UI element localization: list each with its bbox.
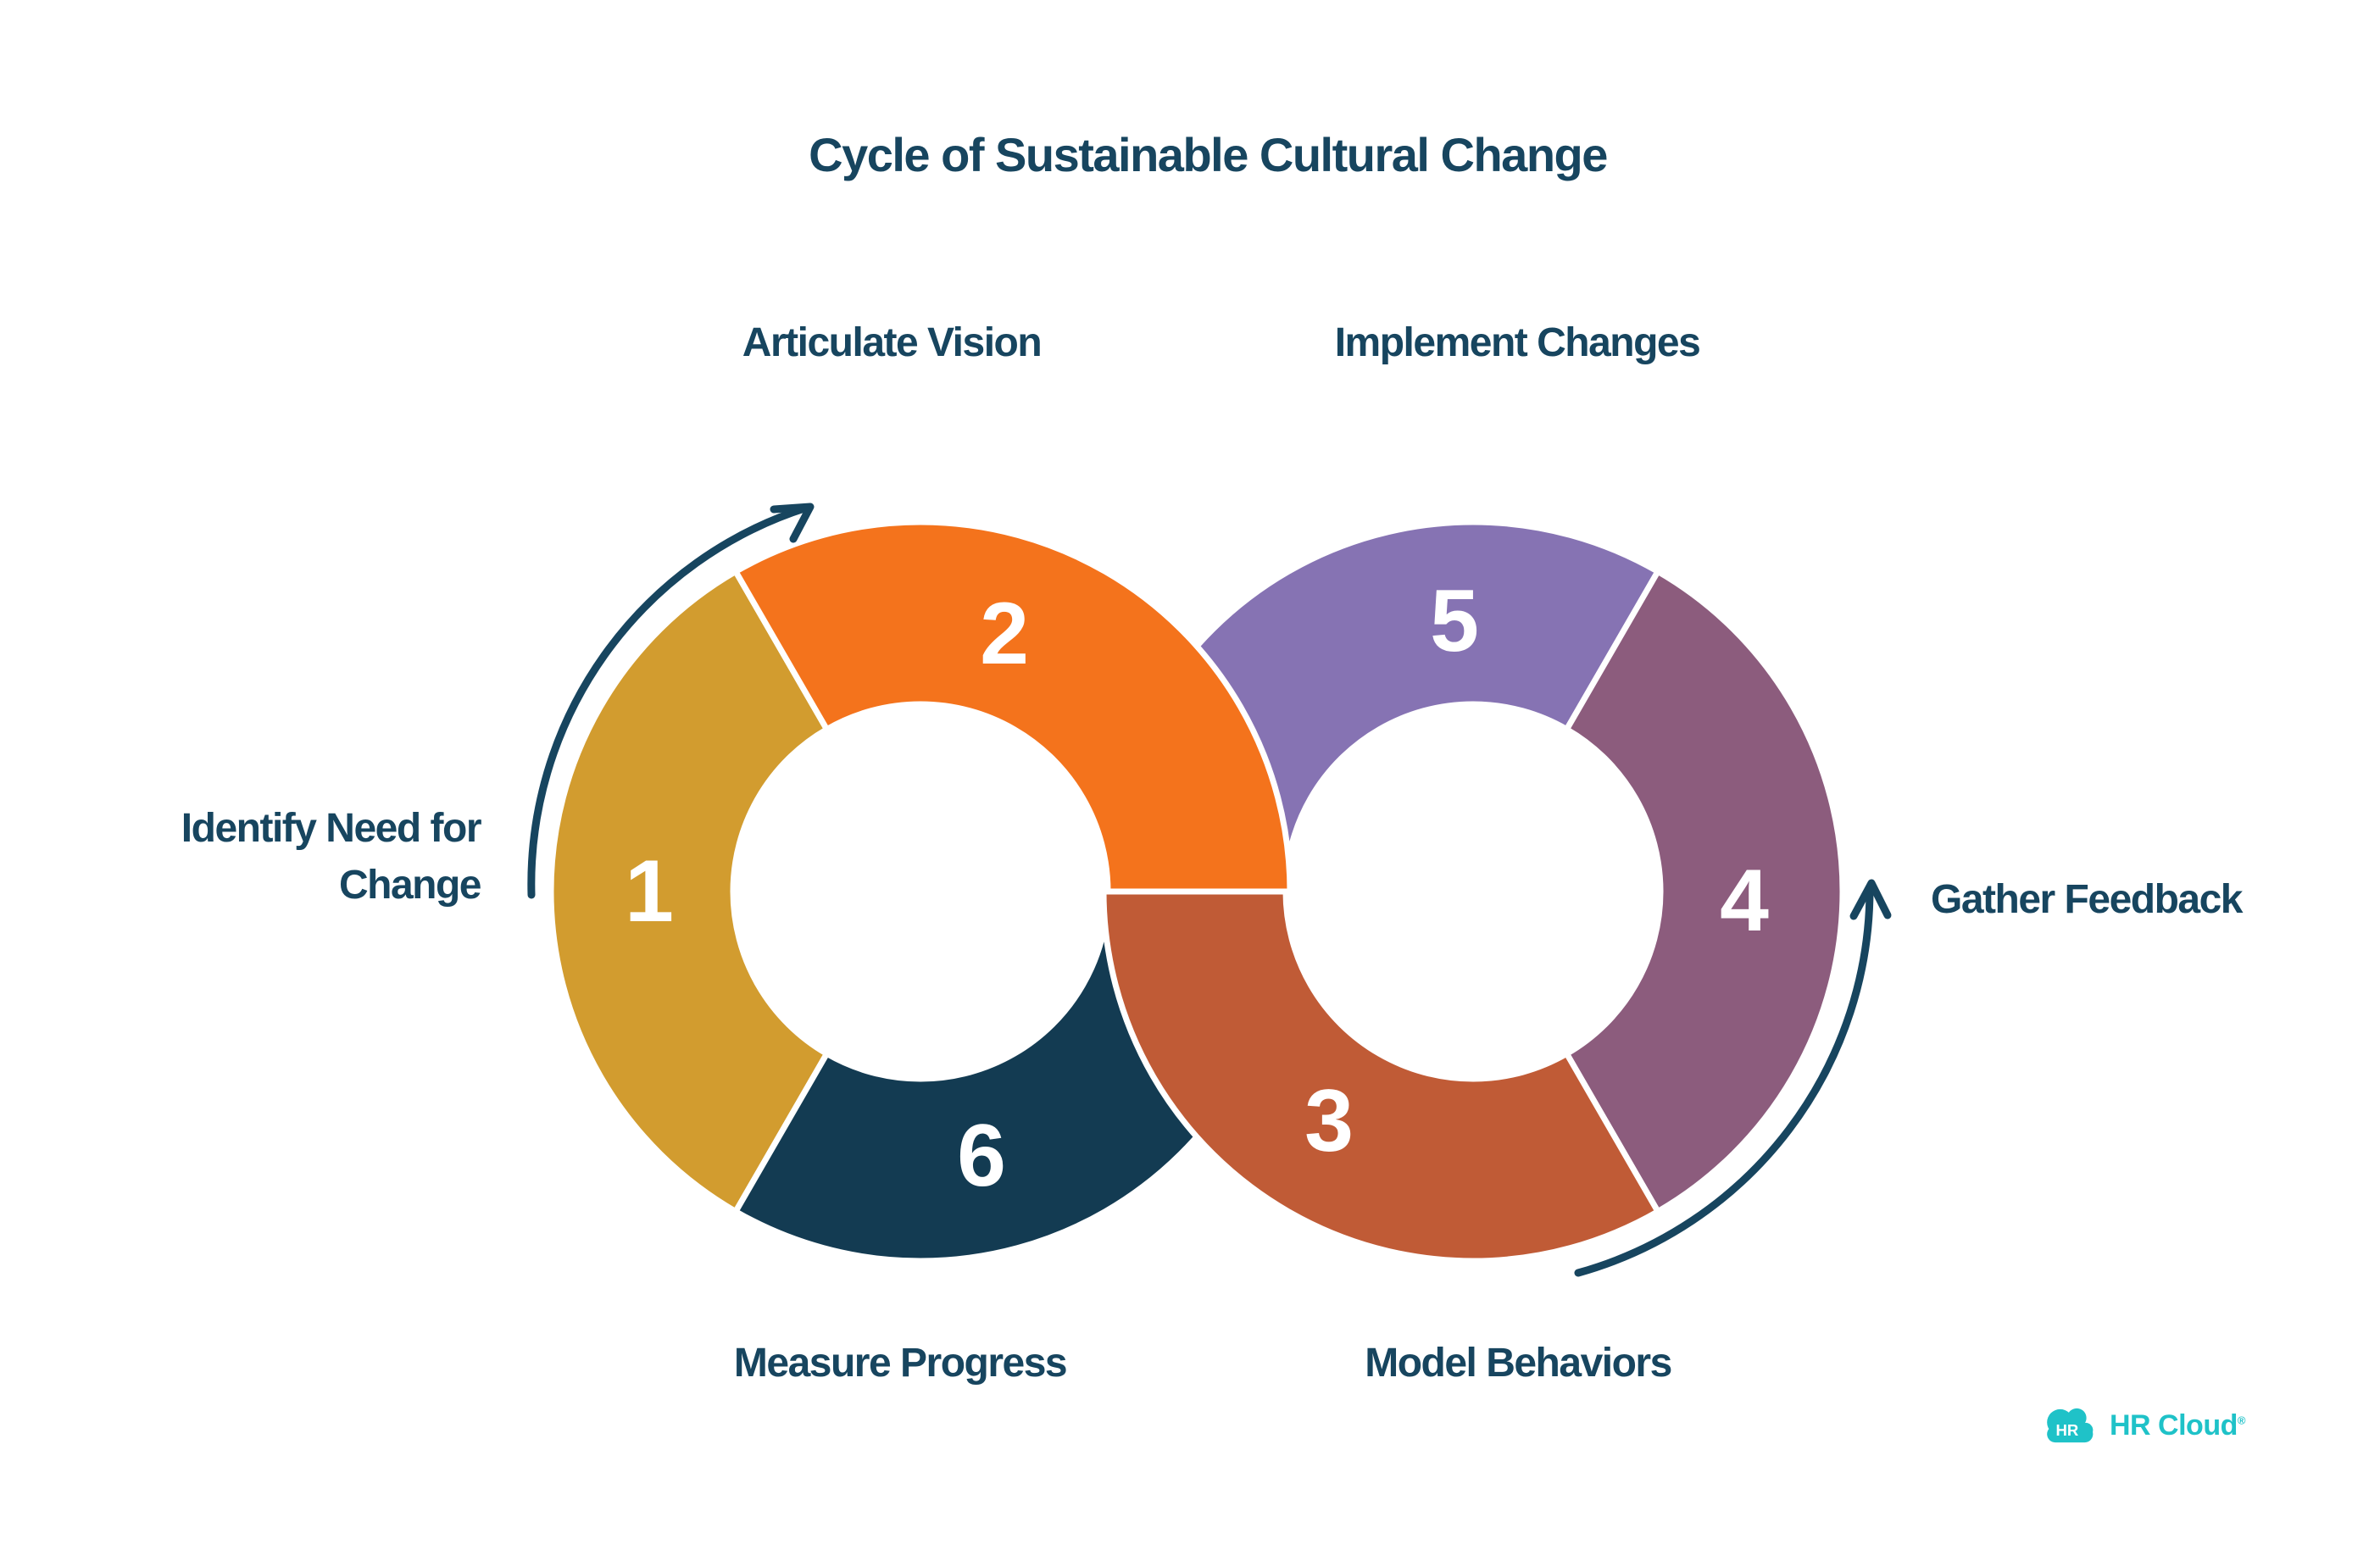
label-model-behaviors: Model Behaviors (1365, 1341, 1672, 1386)
step-number-2: 2 (980, 585, 1029, 683)
step-number-5: 5 (1430, 572, 1479, 670)
segment-3-model-behaviors (1100, 888, 1662, 1264)
segment-2-articulate-vision (731, 519, 1293, 895)
logo-wordmark: HR Cloud® (2110, 1409, 2245, 1442)
label-identify-need-for-change: Identify Need for Change (181, 800, 482, 914)
step-number-6: 6 (957, 1107, 1006, 1205)
label-implement-changes: Implement Changes (1334, 320, 1701, 365)
flow-arrow-right (1574, 879, 1892, 1277)
flow-arrow-left (527, 503, 815, 899)
hr-cloud-logo: HR HR Cloud® (2043, 1402, 2245, 1449)
label-identify-line-1: Identify Need for (181, 806, 482, 851)
cloud-shape-icon (2047, 1408, 2094, 1442)
logo-wordmark-text: HR Cloud (2110, 1408, 2238, 1442)
segment-1-identify-need (548, 567, 831, 1216)
flow-arrow-left-head-icon (770, 503, 815, 543)
step-number-3: 3 (1304, 1072, 1354, 1170)
flow-arrow-left-shaft (527, 503, 811, 899)
hr-cloud-icon: HR (2043, 1403, 2097, 1448)
label-measure-progress: Measure Progress (733, 1341, 1068, 1386)
label-gather-feedback: Gather Feedback (1931, 877, 2243, 922)
logo-badge-text: HR (2055, 1420, 2078, 1438)
page-title: Cycle of Sustainable Cultural Change (809, 128, 1608, 181)
logo-trademark: ® (2237, 1414, 2246, 1427)
step-number-1: 1 (625, 842, 674, 941)
label-identify-line-2: Change (338, 863, 482, 908)
flow-arrow-right-head-icon (1849, 879, 1892, 920)
label-articulate-vision: Articulate Vision (742, 320, 1043, 365)
flow-arrow-right-shaft (1574, 884, 1874, 1277)
step-number-4: 4 (1720, 852, 1769, 950)
segment-4-gather-feedback (1562, 567, 1846, 1216)
